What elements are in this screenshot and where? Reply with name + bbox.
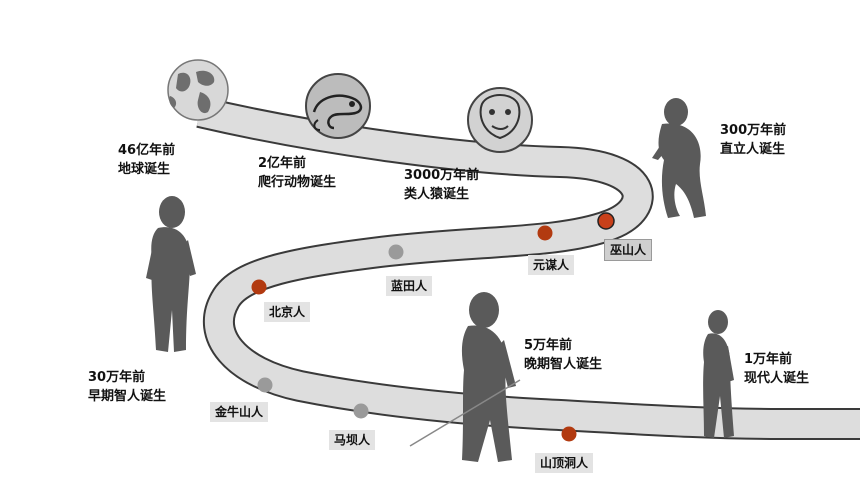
event-label-early-sapiens: 30万年前 早期智人诞生 xyxy=(88,368,166,406)
site-tag-yuanmou: 元谋人 xyxy=(528,255,575,275)
site-dot-beijing xyxy=(251,279,267,295)
event-time: 2亿年前 xyxy=(258,156,307,171)
event-name: 地球诞生 xyxy=(118,162,171,177)
event-time: 300万年前 xyxy=(720,123,787,138)
late-sapiens-figure-icon xyxy=(461,292,516,462)
modern-man-figure-icon xyxy=(703,310,734,438)
globe-icon xyxy=(167,59,229,121)
chameleon-icon xyxy=(305,73,371,139)
event-label-late-sapiens: 5万年前 晚期智人诞生 xyxy=(524,336,602,374)
event-name: 晚期智人诞生 xyxy=(524,357,603,372)
site-tag-jinniushan: 金牛山人 xyxy=(210,402,269,422)
event-label-modern: 1万年前 现代人诞生 xyxy=(744,350,809,388)
event-name: 爬行动物诞生 xyxy=(258,175,337,190)
event-time: 3000万年前 xyxy=(404,168,480,183)
event-label-upright: 300万年前 直立人诞生 xyxy=(720,121,786,159)
event-name: 现代人诞生 xyxy=(744,371,810,386)
event-time: 46亿年前 xyxy=(118,143,176,158)
road-surface xyxy=(196,98,860,438)
event-label-earth: 46亿年前 地球诞生 xyxy=(118,141,175,179)
ape-face-icon xyxy=(467,87,533,153)
early-sapiens-figure-icon xyxy=(146,196,196,352)
event-label-ape: 3000万年前 类人猿诞生 xyxy=(404,166,479,204)
event-time: 1万年前 xyxy=(744,352,793,367)
site-dot-shandingdong xyxy=(561,426,577,442)
site-tag-wushan: 巫山人 xyxy=(604,239,653,261)
event-time: 30万年前 xyxy=(88,370,146,385)
event-time: 5万年前 xyxy=(524,338,573,353)
site-tag-beijing: 北京人 xyxy=(264,302,311,322)
site-tag-lantian: 蓝田人 xyxy=(386,276,433,296)
site-tag-maba: 马坝人 xyxy=(329,430,376,450)
site-dot-jinniushan xyxy=(257,377,273,393)
site-dot-maba xyxy=(353,403,369,419)
spear-icon xyxy=(409,379,521,447)
event-name: 类人猿诞生 xyxy=(404,187,470,202)
site-dot-yuanmou xyxy=(537,225,553,241)
upright-man-figure-icon xyxy=(652,98,706,218)
event-label-reptile: 2亿年前 爬行动物诞生 xyxy=(258,154,336,192)
site-tag-shandingdong: 山顶洞人 xyxy=(535,453,594,473)
site-dot-lantian xyxy=(388,244,404,260)
site-dot-wushan xyxy=(597,212,615,230)
event-name: 早期智人诞生 xyxy=(88,389,167,404)
event-name: 直立人诞生 xyxy=(720,142,786,157)
